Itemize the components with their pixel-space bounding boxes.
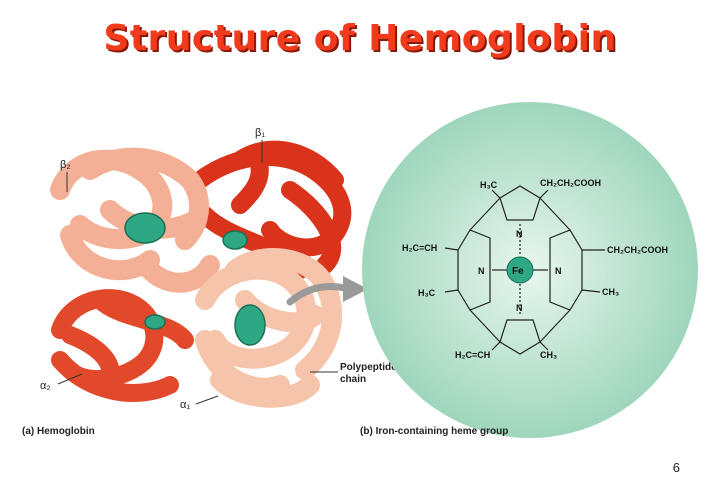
beta2-chain — [50, 147, 220, 293]
caption-a: (a) Hemoglobin — [22, 426, 95, 437]
polypeptide-label-line2: chain — [340, 374, 366, 385]
methyl-top-left: H₃C — [480, 180, 498, 190]
zoom-arrow-head — [343, 276, 368, 302]
propionate-top: CH₂CH₂COOH — [540, 178, 601, 188]
beta1-chain — [191, 140, 352, 279]
nitrogen-top: N — [516, 229, 523, 239]
zoom-arrow — [286, 283, 349, 306]
slide-title: Structure of Hemoglobin — [103, 18, 617, 59]
caption-b-tag: (b) — [360, 426, 373, 437]
heme-disc — [124, 212, 266, 346]
caption-a-text: Hemoglobin — [37, 426, 95, 437]
alpha2-leader — [57, 373, 83, 385]
caption-a-tag: (a) — [22, 426, 35, 437]
caption-b-text: Iron-containing heme group — [375, 426, 509, 437]
propionate-right: CH₂CH₂COOH — [607, 245, 668, 255]
heme-structure — [444, 185, 605, 355]
polypeptide-label-line1: Polypeptide — [340, 362, 397, 373]
alpha1-leader — [195, 395, 219, 405]
vinyl-left: H₂C=CH — [402, 243, 437, 253]
methyl-left: H₃C — [418, 288, 436, 298]
page-number: 6 — [672, 460, 680, 475]
nitrogen-right: N — [555, 266, 562, 276]
nitrogen-left: N — [478, 266, 485, 276]
beta1-label: β₁ — [255, 127, 265, 139]
methyl-right: CH₃ — [602, 287, 619, 297]
alpha2-chain — [51, 289, 194, 402]
vinyl-bottom: H₂C=CH — [455, 350, 490, 360]
caption-b: (b) Iron-containing heme group — [360, 426, 508, 437]
alpha2-label: α₂ — [40, 380, 51, 392]
methyl-bottom: CH₃ — [540, 350, 557, 360]
iron-label: Fe — [512, 266, 524, 277]
iron-atom — [506, 256, 534, 284]
alpha1-label: α₁ — [180, 399, 190, 411]
nitrogen-bottom: N — [516, 303, 523, 313]
alpha1-chain — [195, 248, 342, 408]
beta2-label: β₂ — [60, 159, 71, 171]
